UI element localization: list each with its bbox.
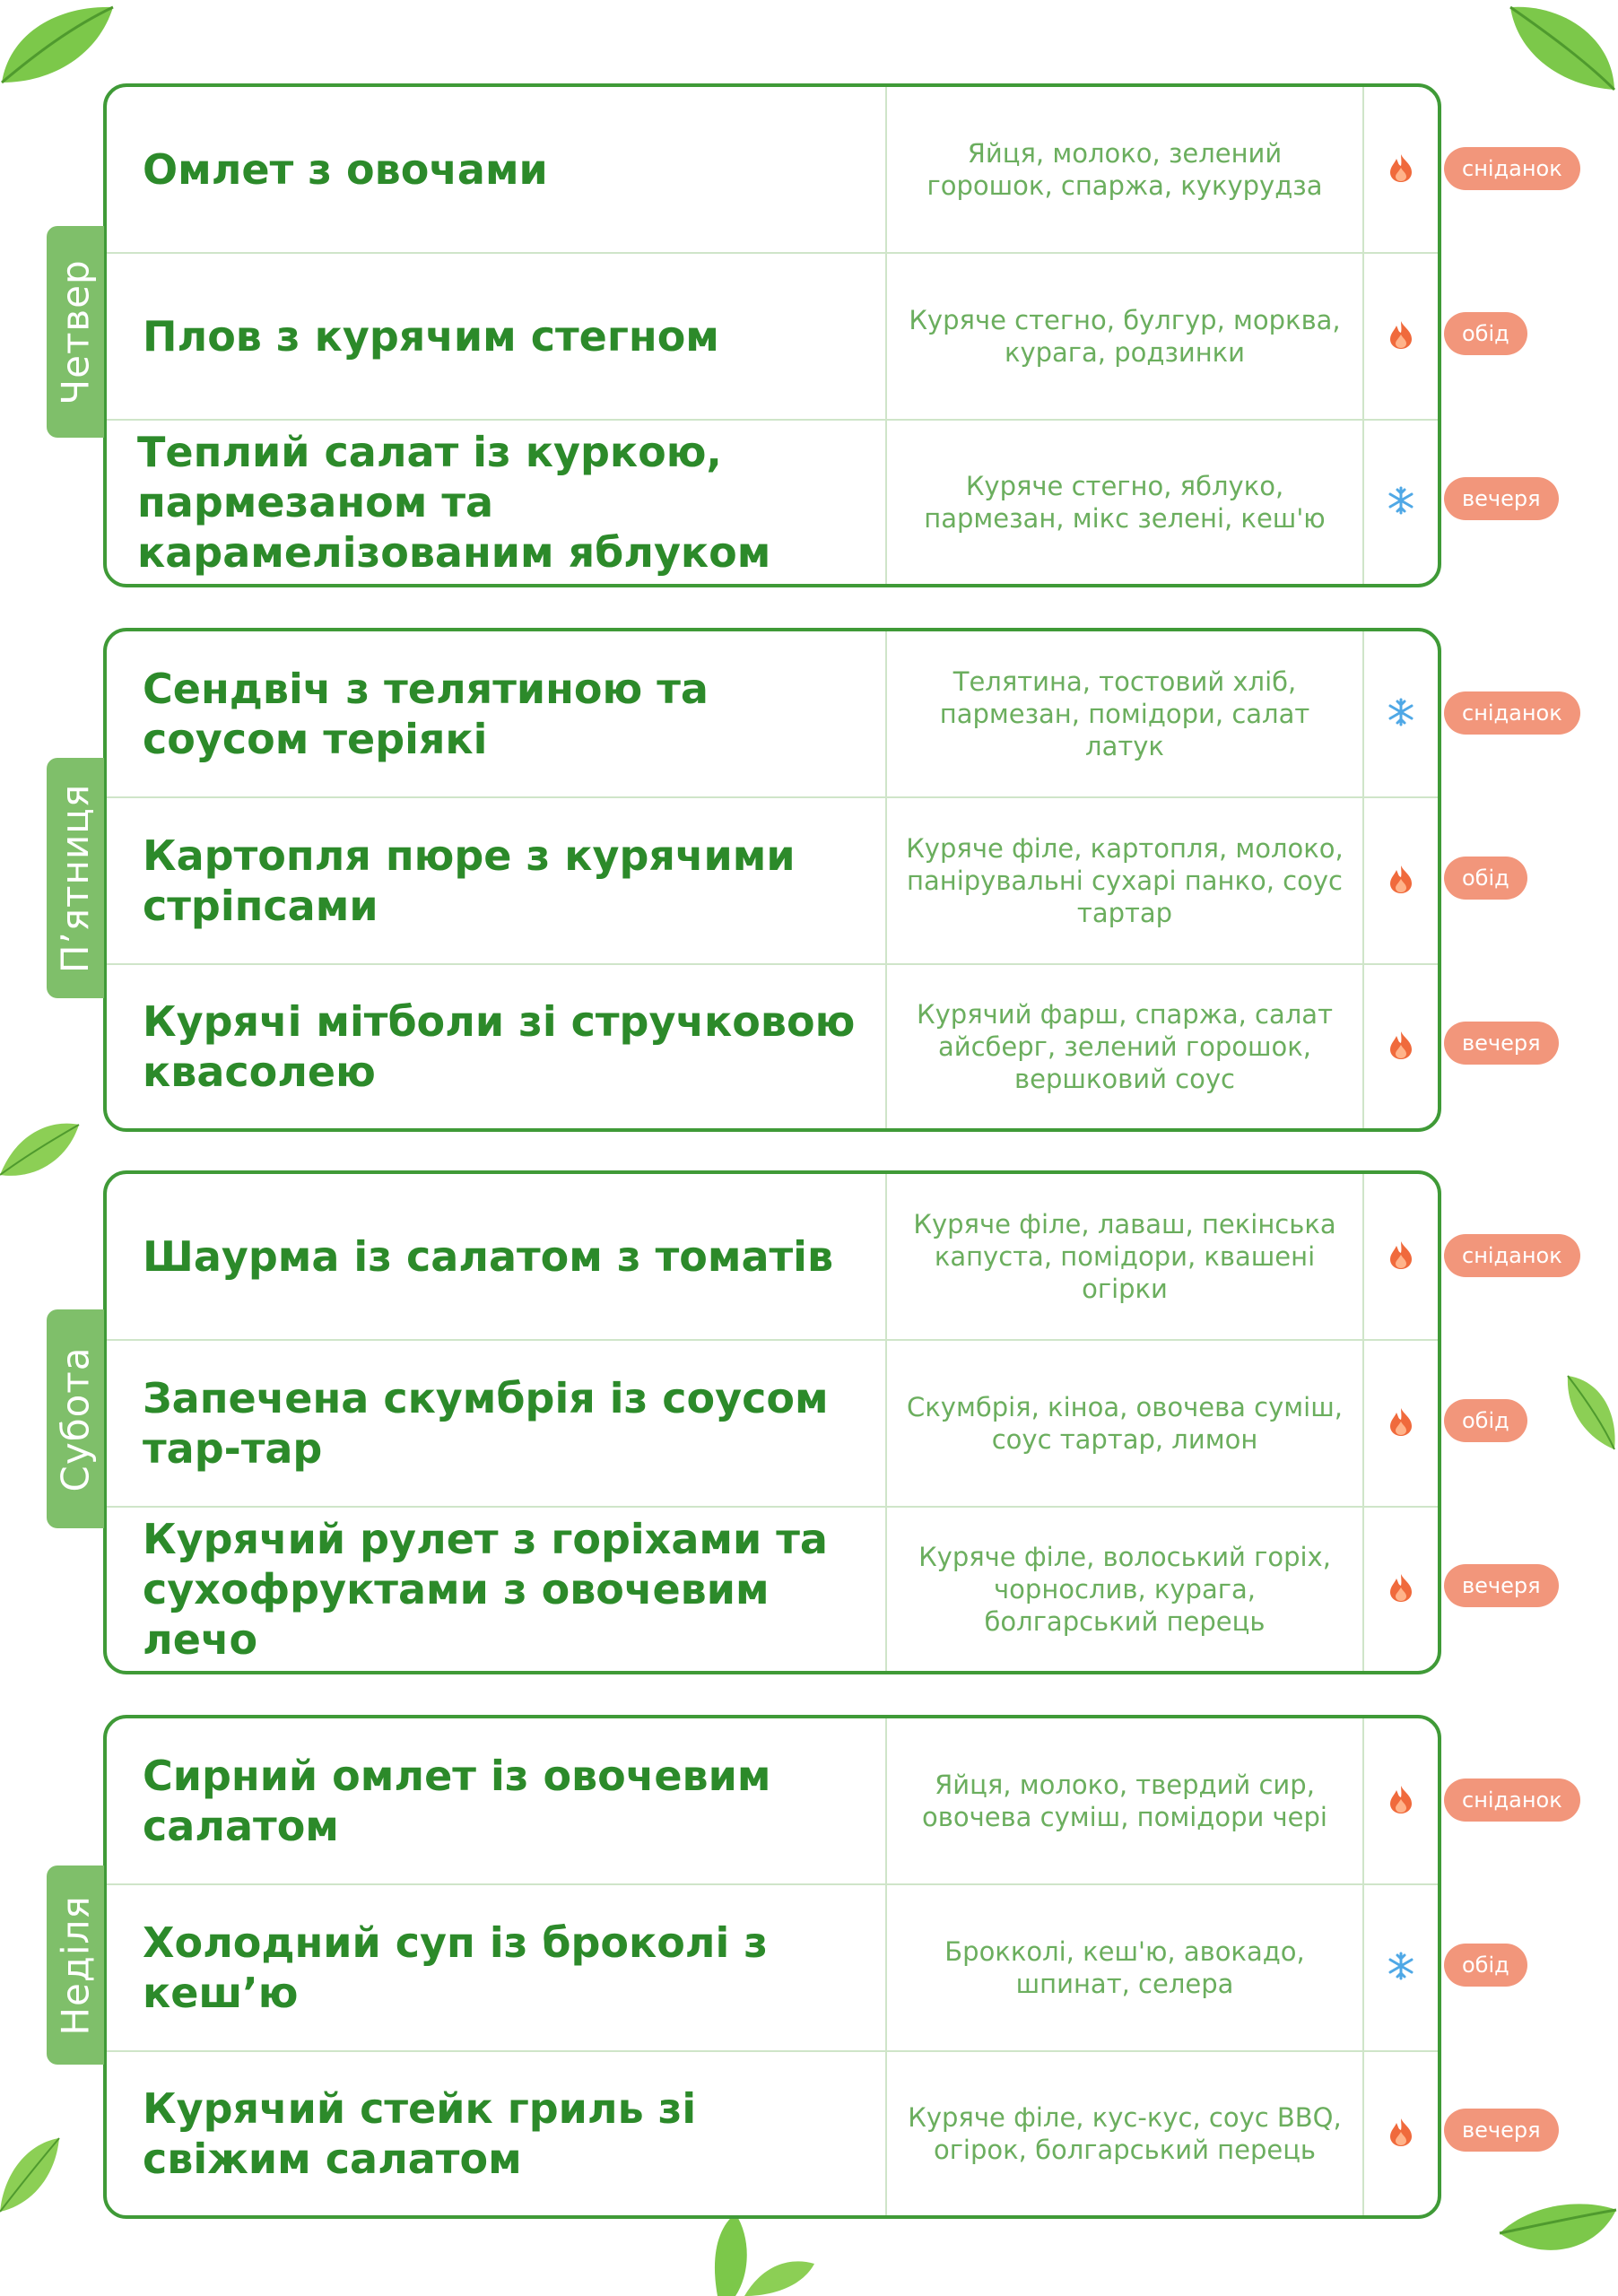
ingredients: Брокколі, кеш'ю, авокадо, шпинат, селера	[887, 1885, 1364, 2050]
meal-type-badge: обід	[1444, 1399, 1527, 1442]
day-tab: П’ятниця	[47, 758, 104, 998]
meal-type-badge: вечеря	[1444, 1564, 1559, 1607]
ingredients: Куряче філе, лаваш, пекінська капуста, п…	[887, 1174, 1364, 1339]
meal-type-badge: вечеря	[1444, 1022, 1559, 1065]
dish-name: Холодний суп із броколі з кеш’ю	[107, 1885, 887, 2050]
leaf-decoration-icon	[1567, 1375, 1615, 1450]
ingredients: Куряче філе, картопля, молоко, панірувал…	[887, 798, 1364, 963]
meal-row: Теплий салат із куркою, пармезаном та ка…	[107, 421, 1438, 584]
leaf-decoration-icon	[1499, 2204, 1617, 2250]
meal-type-badge: сніданок	[1444, 147, 1580, 190]
ingredients: Куряче стегно, булгур, морква, курага, р…	[887, 254, 1364, 419]
snowflake-icon	[1387, 698, 1415, 731]
temperature-cell	[1364, 1508, 1438, 1671]
dish-name: Картопля пюре з курячими стріпсами	[107, 798, 887, 963]
meal-type-badge: обід	[1444, 312, 1527, 355]
fire-icon	[1387, 864, 1414, 899]
temperature-cell	[1364, 421, 1438, 584]
leaf-decoration-icon	[1509, 5, 1616, 91]
dish-name: Курячі мітболи зі стручковою квасолею	[107, 965, 887, 1128]
temperature-cell	[1364, 1885, 1438, 2050]
temperature-cell	[1364, 798, 1438, 963]
temperature-cell	[1364, 2052, 1438, 2215]
meal-type-badge: вечеря	[1444, 2109, 1559, 2152]
fire-icon	[1387, 1784, 1414, 1819]
dish-name: Плов з курячим стегном	[107, 254, 887, 419]
leaf-decoration-icon	[0, 2137, 60, 2213]
ingredients: Телятина, тостовий хліб, пармезан, помід…	[887, 631, 1364, 796]
fire-icon	[1387, 152, 1414, 187]
fire-icon	[1387, 1406, 1414, 1441]
temperature-cell	[1364, 1174, 1438, 1339]
meal-type-badge: сніданок	[1444, 1234, 1580, 1277]
day-tab: Неділя	[47, 1866, 104, 2065]
fire-icon	[1387, 2117, 1414, 2152]
ingredients: Скумбрія, кіноа, овочева суміш, соус тар…	[887, 1341, 1364, 1506]
day-name: Субота	[53, 1346, 98, 1492]
meal-type-badge: сніданок	[1444, 1779, 1580, 1822]
leaf-decoration-icon	[714, 2213, 814, 2296]
fire-icon	[1387, 319, 1414, 354]
ingredients: Куряче філе, кус-кус, соус BBQ, огірок, …	[887, 2052, 1364, 2215]
snowflake-icon	[1387, 486, 1415, 519]
dish-name: Сирний омлет із овочевим салатом	[107, 1718, 887, 1883]
dish-name: Курячий рулет з горіхами та сухофруктами…	[107, 1508, 887, 1671]
ingredients: Яйця, молоко, зелений горошок, спаржа, к…	[887, 87, 1364, 252]
dish-name: Теплий салат із куркою, пармезаном та ка…	[107, 421, 887, 584]
meal-row: Курячий рулет з горіхами та сухофруктами…	[107, 1508, 1438, 1671]
fire-icon	[1387, 1572, 1414, 1607]
meal-type-badge: обід	[1444, 857, 1527, 900]
temperature-cell	[1364, 1718, 1438, 1883]
leaf-decoration-icon	[0, 1123, 80, 1176]
ingredients: Курячий фарш, спаржа, салат айсберг, зел…	[887, 965, 1364, 1128]
dish-name: Сендвіч з телятиною та соусом теріякі	[107, 631, 887, 796]
fire-icon	[1387, 1030, 1414, 1065]
temperature-cell	[1364, 1341, 1438, 1506]
temperature-cell	[1364, 631, 1438, 796]
meal-type-badge: вечеря	[1444, 477, 1559, 520]
day-tab: Субота	[47, 1309, 104, 1528]
day-name: П’ятниця	[53, 783, 98, 973]
fire-icon	[1387, 1239, 1414, 1274]
dish-name: Курячий стейк гриль зі свіжим салатом	[107, 2052, 887, 2215]
day-name: Четвер	[53, 258, 98, 405]
snowflake-icon	[1387, 1952, 1415, 1985]
temperature-cell	[1364, 87, 1438, 252]
dish-name: Омлет з овочами	[107, 87, 887, 252]
ingredients: Куряче стегно, яблуко, пармезан, мікс зе…	[887, 421, 1364, 584]
ingredients: Куряче філе, волоський горіх, чорнослив,…	[887, 1508, 1364, 1671]
ingredients: Яйця, молоко, твердий сир, овочева суміш…	[887, 1718, 1364, 1883]
leaf-decoration-icon	[1, 5, 114, 84]
dish-name: Шаурма із салатом з томатів	[107, 1174, 887, 1339]
day-name: Неділя	[53, 1894, 98, 2036]
meal-type-badge: обід	[1444, 1944, 1527, 1987]
temperature-cell	[1364, 965, 1438, 1128]
temperature-cell	[1364, 254, 1438, 419]
meal-type-badge: сніданок	[1444, 691, 1580, 735]
day-tab: Четвер	[47, 226, 104, 438]
dish-name: Запечена скумбрія із соусом тар-тар	[107, 1341, 887, 1506]
